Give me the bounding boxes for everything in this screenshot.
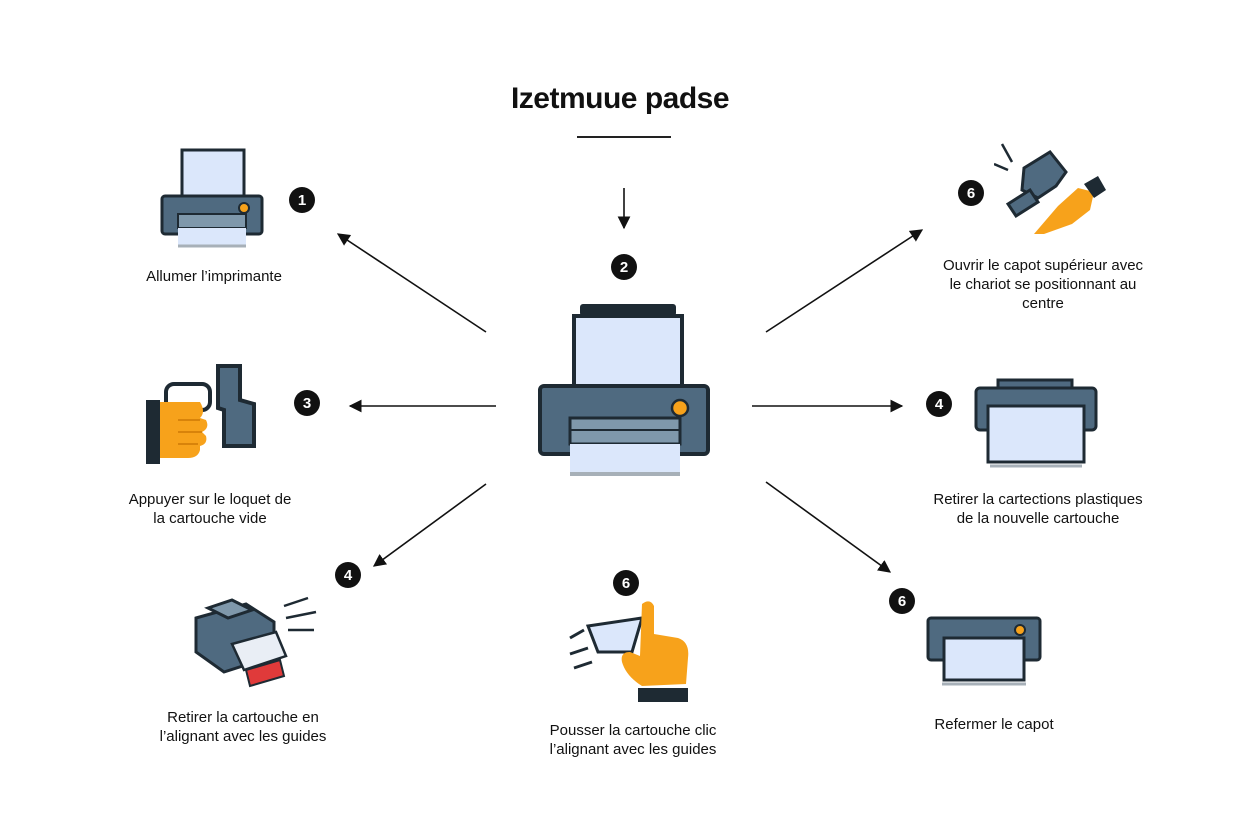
step-badge-2: 2 bbox=[611, 254, 637, 280]
central-printer-icon bbox=[538, 304, 710, 476]
step-6-center-label: Pousser la cartouche clic l’alignant ave… bbox=[549, 722, 717, 758]
hand-push-icon bbox=[569, 601, 689, 702]
printer-cartridge-out-icon bbox=[194, 596, 317, 688]
step-6-bottom-label: Refermer le capot bbox=[934, 716, 1054, 733]
step-4-right-label: Retirer la cartections plastiques de la … bbox=[933, 491, 1143, 527]
printer-closed-icon bbox=[926, 616, 1042, 686]
arrow-to-step-6-top bbox=[765, 229, 924, 333]
step-badge-6-top: 6 bbox=[958, 180, 984, 206]
arrow-to-step-1 bbox=[336, 233, 487, 333]
step-6-top-label: Ouvrir le capot supérieur avec le chario… bbox=[942, 257, 1144, 312]
step-badge-6-bottom: 6 bbox=[889, 588, 915, 614]
step-badge-6-center: 6 bbox=[613, 570, 639, 596]
step-4-left-label: Retirer la cartouche en l’alignant avec … bbox=[159, 709, 327, 745]
step-badge-1: 1 bbox=[289, 187, 315, 213]
step-3-label: Appuyer sur le loquet de la cartouche vi… bbox=[128, 491, 292, 527]
step-badge-4-right: 4 bbox=[926, 391, 952, 417]
printer-open-icon bbox=[974, 378, 1098, 468]
step-badge-3: 3 bbox=[294, 390, 320, 416]
diagram-title: Izetmuue padse bbox=[510, 82, 730, 115]
arrow-to-step-4-left bbox=[372, 483, 487, 567]
hand-latch-icon bbox=[146, 364, 256, 464]
step-badge-4-left: 4 bbox=[335, 562, 361, 588]
cartridge-hand-icon bbox=[994, 143, 1106, 234]
arrow-to-step-6-bottom bbox=[765, 481, 892, 573]
step-1-label: Allumer l’imprimante bbox=[146, 268, 282, 285]
title-underline bbox=[577, 136, 671, 138]
printer-icon bbox=[160, 148, 264, 248]
